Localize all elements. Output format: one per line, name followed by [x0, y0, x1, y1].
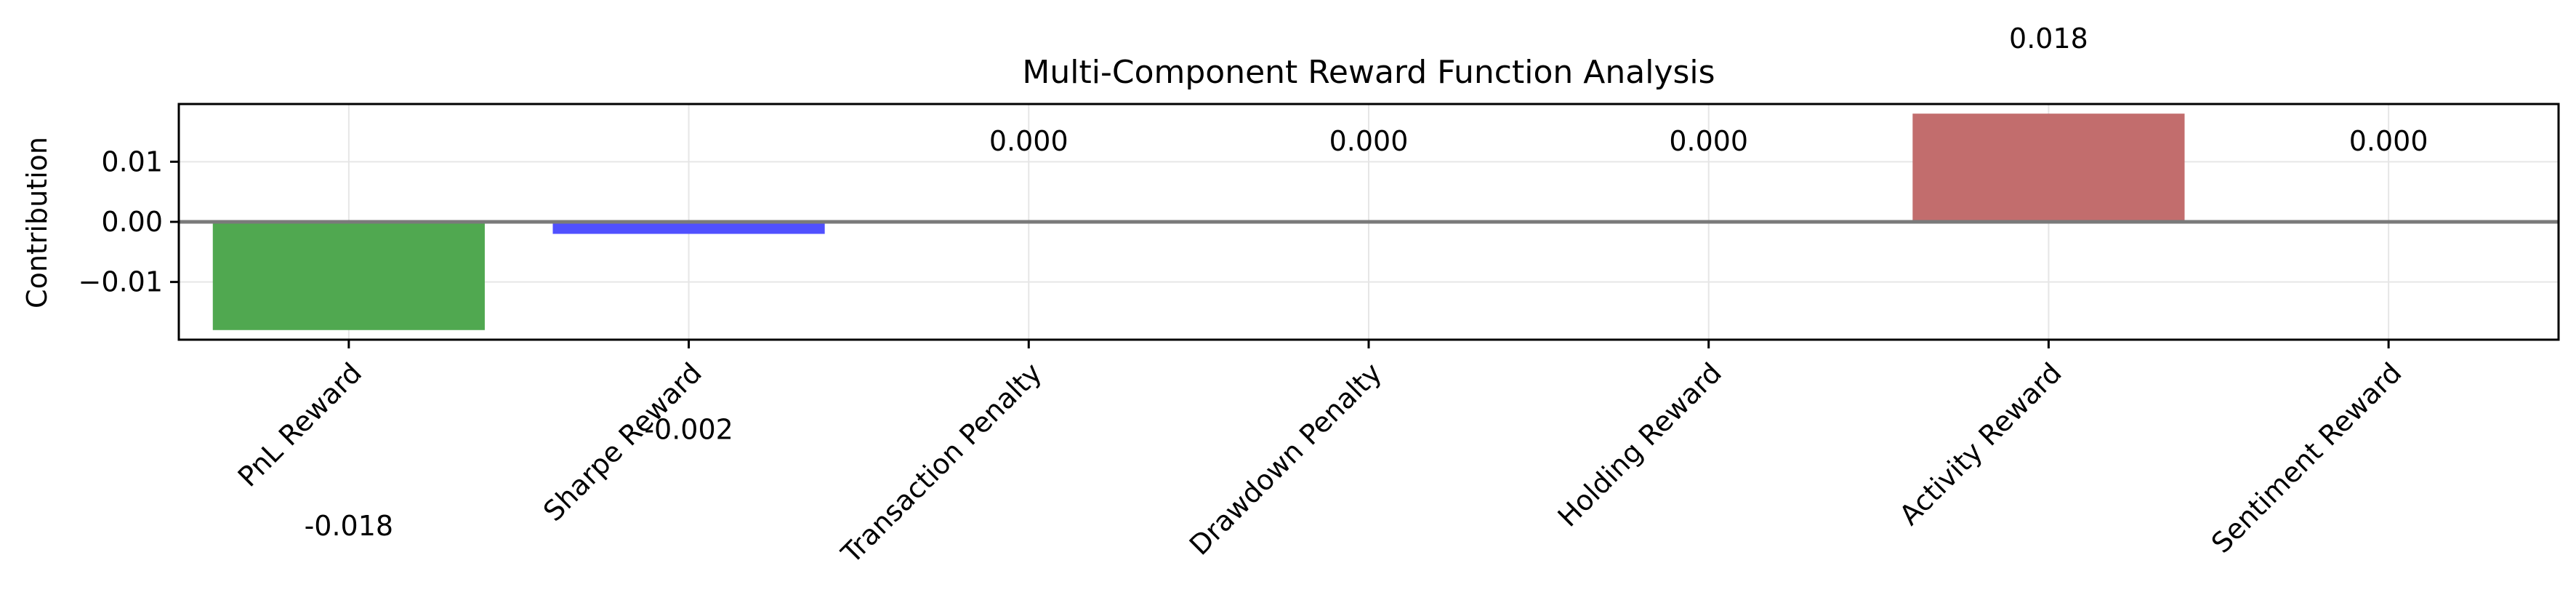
y-tick-label: −0.01 — [79, 266, 163, 298]
value-label: 0.000 — [989, 125, 1068, 157]
value-label: -0.018 — [305, 510, 394, 542]
value-label: 0.000 — [1669, 125, 1748, 157]
bar-sharpe-reward — [552, 222, 825, 234]
bar-pnl-reward — [212, 222, 485, 330]
x-tick-label: Drawdown Penalty — [1183, 356, 1388, 562]
x-tick-label: Sentiment Reward — [2205, 356, 2408, 559]
x-tick-label: PnL Reward — [232, 356, 368, 492]
x-tick-label: Holding Reward — [1552, 356, 1728, 532]
value-label: 0.018 — [2009, 23, 2088, 55]
x-tick-label: Transaction Penalty — [834, 356, 1047, 570]
y-tick-label: 0.01 — [101, 145, 163, 177]
chart-title: Multi-Component Reward Function Analysis — [1022, 54, 1715, 91]
value-label: 0.000 — [1329, 125, 1409, 157]
bar-activity-reward — [1912, 113, 2185, 222]
y-tick-label: 0.00 — [101, 206, 163, 238]
y-axis-label: Contribution — [21, 137, 53, 308]
x-tick-label: Activity Reward — [1893, 356, 2068, 531]
value-label: 0.000 — [2349, 125, 2428, 157]
value-label: -0.002 — [644, 414, 733, 446]
